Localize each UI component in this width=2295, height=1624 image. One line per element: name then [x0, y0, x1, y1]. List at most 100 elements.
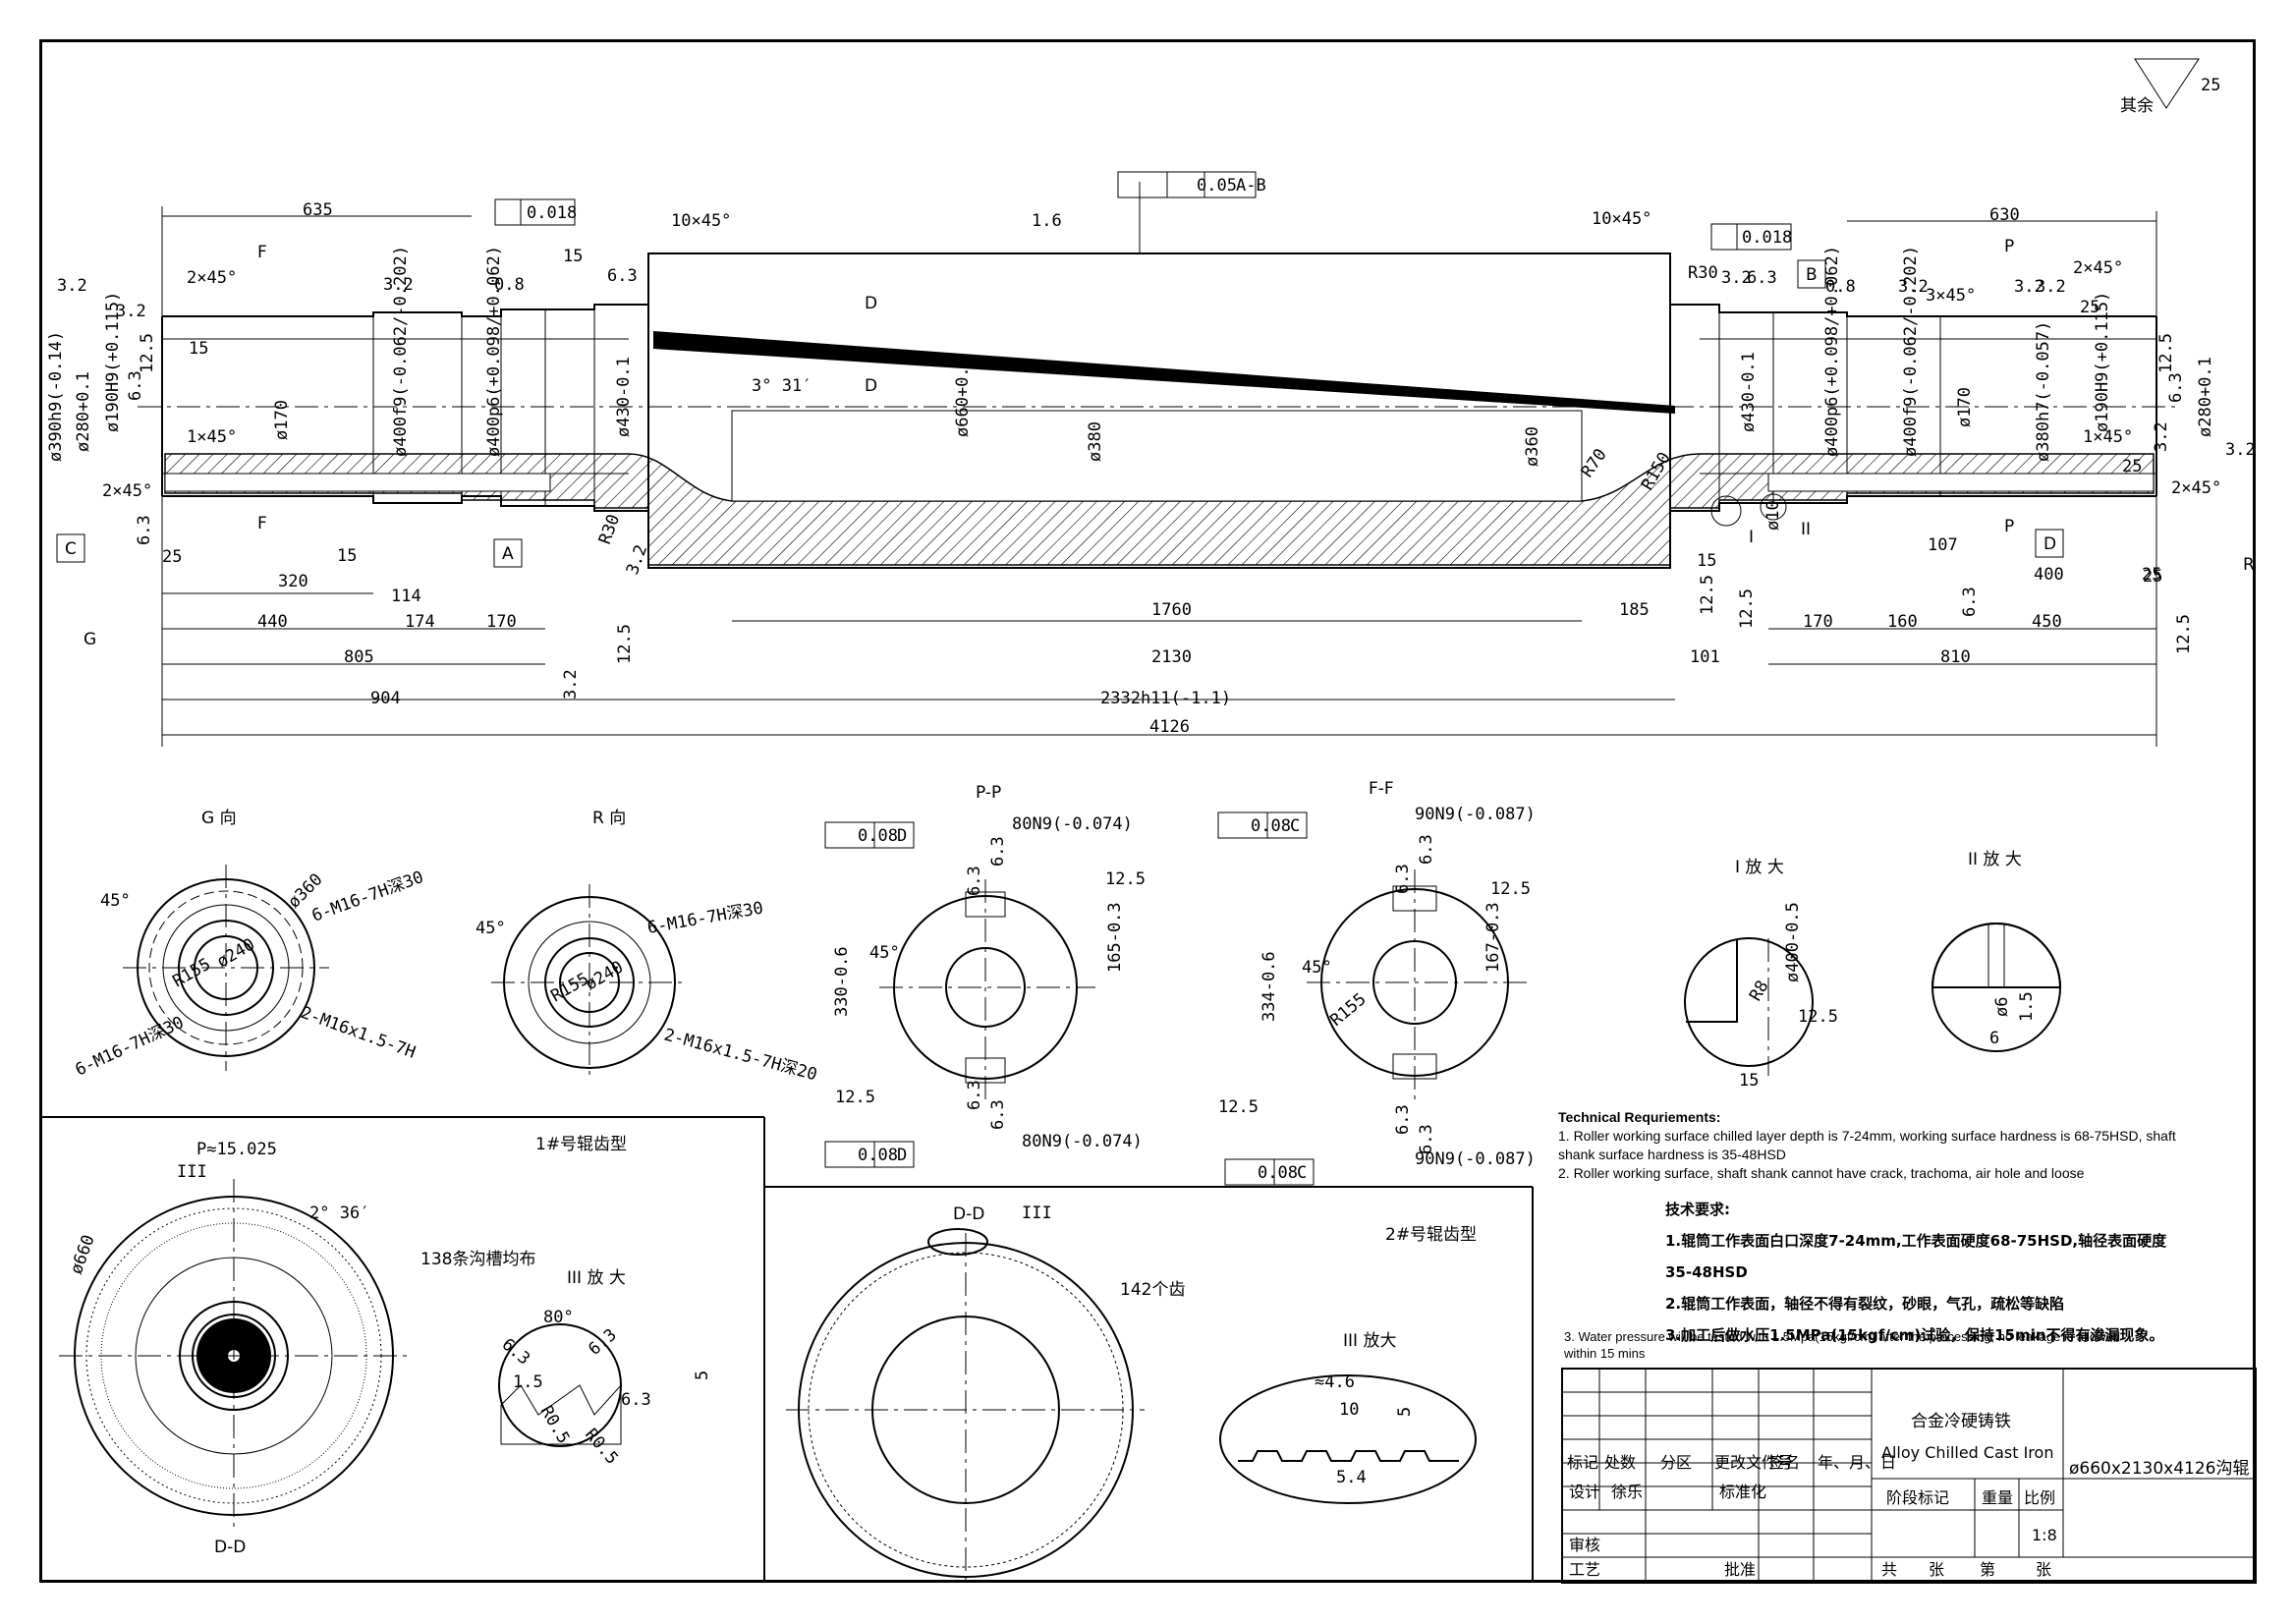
dim-450: 450 [2032, 612, 2062, 632]
section-f-bottom: F [257, 514, 267, 533]
tech-cn-heading: 技术要求: [1665, 1201, 1730, 1218]
technical-requirements-cn: 技术要求: 1.辊筒工作表面白口深度7-24mm,工作表面硬度68-75HSD,… [1665, 1194, 2255, 1351]
dim-170-right: 170 [1803, 612, 1833, 632]
roller1-detail-rough-c: 6.3 [621, 1390, 651, 1410]
roughness-25-bottom: 25 [162, 547, 182, 567]
dim-15-top: 15 [563, 247, 583, 266]
chamfer-1x45-right: 1×45° [2083, 427, 2133, 447]
tech-en-line-5: within 15 mins [1564, 1346, 1646, 1361]
ff-rough-a: 6.3 [1393, 864, 1413, 894]
roller1-detail-rough-b: 6.3 [585, 1325, 620, 1360]
roller2-detail-pitch: ≈4.6 [1315, 1372, 1355, 1392]
pp-rough-d: 12.5 [835, 1088, 875, 1107]
sheets-unit-label: 张 [1929, 1560, 1944, 1579]
dimension-lines [56, 58, 2200, 747]
other-roughness-value: 25 [2201, 76, 2220, 95]
g-thread-b: 2-M16x1.5-7H [298, 1003, 418, 1063]
pp-datum-top: D [897, 826, 907, 846]
tech-en-line-2: shank surface hardness is 35-48HSD [1558, 1147, 1786, 1162]
dim-170-left: 170 [486, 612, 517, 632]
roughness-1-6: 1.6 [1032, 211, 1062, 231]
roller1-detail-mark: III [177, 1162, 207, 1182]
radius-r30-top: R30 [1688, 263, 1718, 283]
roughness-6-3-bottom: 6.3 [135, 515, 154, 545]
section-d-top: D [865, 294, 877, 313]
dim-15-bottom-a: 15 [337, 546, 357, 566]
datum-d: D [2043, 534, 2056, 554]
dia-280-left: ø280+0.1 [74, 371, 93, 452]
hdr-sign: 签名 [1768, 1453, 1800, 1472]
ff-half-height: 167-0.3 [1483, 902, 1503, 973]
main-view-labels: 其余 25 635 630 0.018 0.018 0.05 A-B 1.6 1… [46, 76, 2256, 737]
roughness-6-3-a: 6.3 [607, 266, 638, 286]
r-thread-b: 2-M16x1.5-7H深20 [662, 1026, 819, 1086]
dia-400p6-right: ø400p6(+0.098/+0.062) [1822, 246, 1842, 457]
dim-160: 160 [1887, 612, 1918, 632]
pp-rough-b: 6.3 [988, 836, 1008, 867]
tech-cn-line-1: 1.辊筒工作表面白口深度7-24mm,工作表面硬度68-75HSD,轴径表面硬度 [1665, 1232, 2167, 1250]
chamfer-3x45: 3×45° [1926, 286, 1976, 306]
roller1-angle: 2° 36′ [309, 1204, 369, 1223]
dia-400p6-left: ø400p6(+0.098/+0.062) [484, 246, 504, 457]
roughness-12-5-a: 12.5 [615, 624, 635, 664]
dia-360-bore: ø360 [1523, 426, 1542, 467]
roughness-3-2-d: 3.2 [2036, 277, 2066, 297]
roller2-detail-title: III 放大 [1343, 1331, 1396, 1351]
detail-i-mark: I [1749, 528, 1754, 547]
pp-view-title: P-P [976, 783, 1001, 803]
roller1-detail-land: 1.5 [513, 1372, 543, 1392]
detail-ii: II 放 大 ø6 1.5 6 [1931, 850, 2062, 1052]
dim-25-top: 25 [2080, 298, 2099, 317]
dim-4126: 4126 [1149, 717, 1190, 737]
dia-400f9-right: ø400f9(-0.062/-0.202) [1901, 246, 1921, 457]
dim-904: 904 [370, 689, 401, 708]
dim-320: 320 [278, 572, 308, 591]
dia-430-right: ø430-0.1 [1739, 352, 1759, 432]
ff-keyway-top: 90N9(-0.087) [1415, 805, 1536, 824]
hdr-doc: 更改文件号 [1714, 1453, 1793, 1472]
dia-390h9: ø390h9(-0.14) [46, 331, 66, 462]
section-d-bottom: D [865, 376, 877, 396]
roller2-detail-mark: III [1022, 1204, 1052, 1223]
ff-angle: 45° [1302, 958, 1332, 978]
designer-name: 徐乐 [1611, 1483, 1643, 1501]
ff-rough-c: 12.5 [1490, 879, 1531, 899]
tech-heading: Technical Requriements: [1558, 1109, 1721, 1125]
weight-label: 重量 [1982, 1488, 2013, 1507]
runout-datum: A-B [1236, 176, 1266, 196]
detail-i-title: I 放 大 [1735, 858, 1784, 877]
hdr-date: 年、月、日 [1818, 1453, 1896, 1472]
runout-left: 0.018 [527, 203, 577, 223]
g-radius: R155 [170, 955, 214, 992]
other-roughness-label: 其余 [2120, 96, 2154, 116]
dim-114: 114 [391, 587, 421, 606]
roller2-detail-width: 10 [1339, 1400, 1359, 1420]
part-name: ø660x2130x4126沟辊 [2069, 1459, 2250, 1479]
roughness-3-2-c: 3.2 [57, 276, 87, 296]
radius-r30-bottom: R30 [595, 512, 624, 547]
tech-en-line-4: 3. Water pressure will be tested with 1.… [1564, 1329, 2121, 1344]
datum-a: A [502, 544, 514, 564]
pp-half-height: 165-0.3 [1105, 902, 1125, 973]
hdr-mark: 标记 [1567, 1453, 1598, 1472]
drawing-frame [39, 39, 2256, 1583]
detail-i-rough: 12.5 [1798, 1007, 1838, 1027]
chamfer-left: 10×45° [671, 211, 731, 231]
review-label: 审核 [1569, 1536, 1600, 1554]
roughness-3-2-e: 3.2 [1721, 268, 1752, 288]
roller2-title: 2#号辊齿型 [1385, 1225, 1477, 1245]
dim-400: 400 [2034, 565, 2064, 585]
approve-label: 批准 [1724, 1560, 1756, 1579]
view-r-arrow: R [2243, 555, 2255, 575]
roughness-6-3-b: 6.3 [1747, 268, 1777, 288]
pp-rough-c: 12.5 [1105, 869, 1146, 889]
dia-170-right: ø170 [1955, 387, 1975, 427]
roughness-3-2-i: 3.2 [2225, 440, 2256, 460]
tech-cn-line-3: 2.辊筒工作表面，轴径不得有裂纹，砂眼，气孔，疏松等缺陷 [1665, 1295, 2065, 1313]
dia-190h9-right: ø190H9(+0.115) [2093, 292, 2112, 432]
roughness-3-2-f: 3.2 [2014, 277, 2044, 297]
technical-requirements-en: Technical Requriements: 1. Roller workin… [1558, 1108, 2246, 1183]
material-en: Alloy Chilled Cast Iron [1881, 1443, 2053, 1462]
roughness-3-2-b: 3.2 [1898, 277, 1929, 297]
